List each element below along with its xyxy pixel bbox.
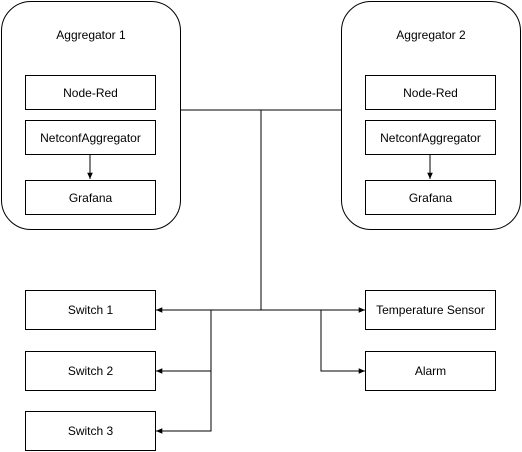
aggregator-1-netconf-aggregator[interactable]: NetconfAggregator [25,120,156,155]
alarm-node[interactable]: Alarm [365,351,496,391]
temperature-sensor-node[interactable]: Temperature Sensor [365,290,496,330]
switch-3-node[interactable]: Switch 3 [25,411,156,451]
aggregator-1-node-red[interactable]: Node-Red [25,75,156,110]
switch-1-node[interactable]: Switch 1 [25,290,156,330]
aggregator-1-grafana[interactable]: Grafana [25,180,156,215]
aggregator-2-grafana[interactable]: Grafana [365,180,496,215]
edge-to-alarm [320,310,365,374]
aggregator-2-netconf-aggregator[interactable]: NetconfAggregator [365,120,496,155]
aggregator-2-node-red[interactable]: Node-Red [365,75,496,110]
aggregator-2-title: Aggregator 2 [396,28,466,42]
aggregator-1-title: Aggregator 1 [56,28,126,42]
edge-to-switch-3 [156,310,212,434]
switch-2-node[interactable]: Switch 2 [25,351,156,391]
edge-to-switch-2 [156,310,212,374]
